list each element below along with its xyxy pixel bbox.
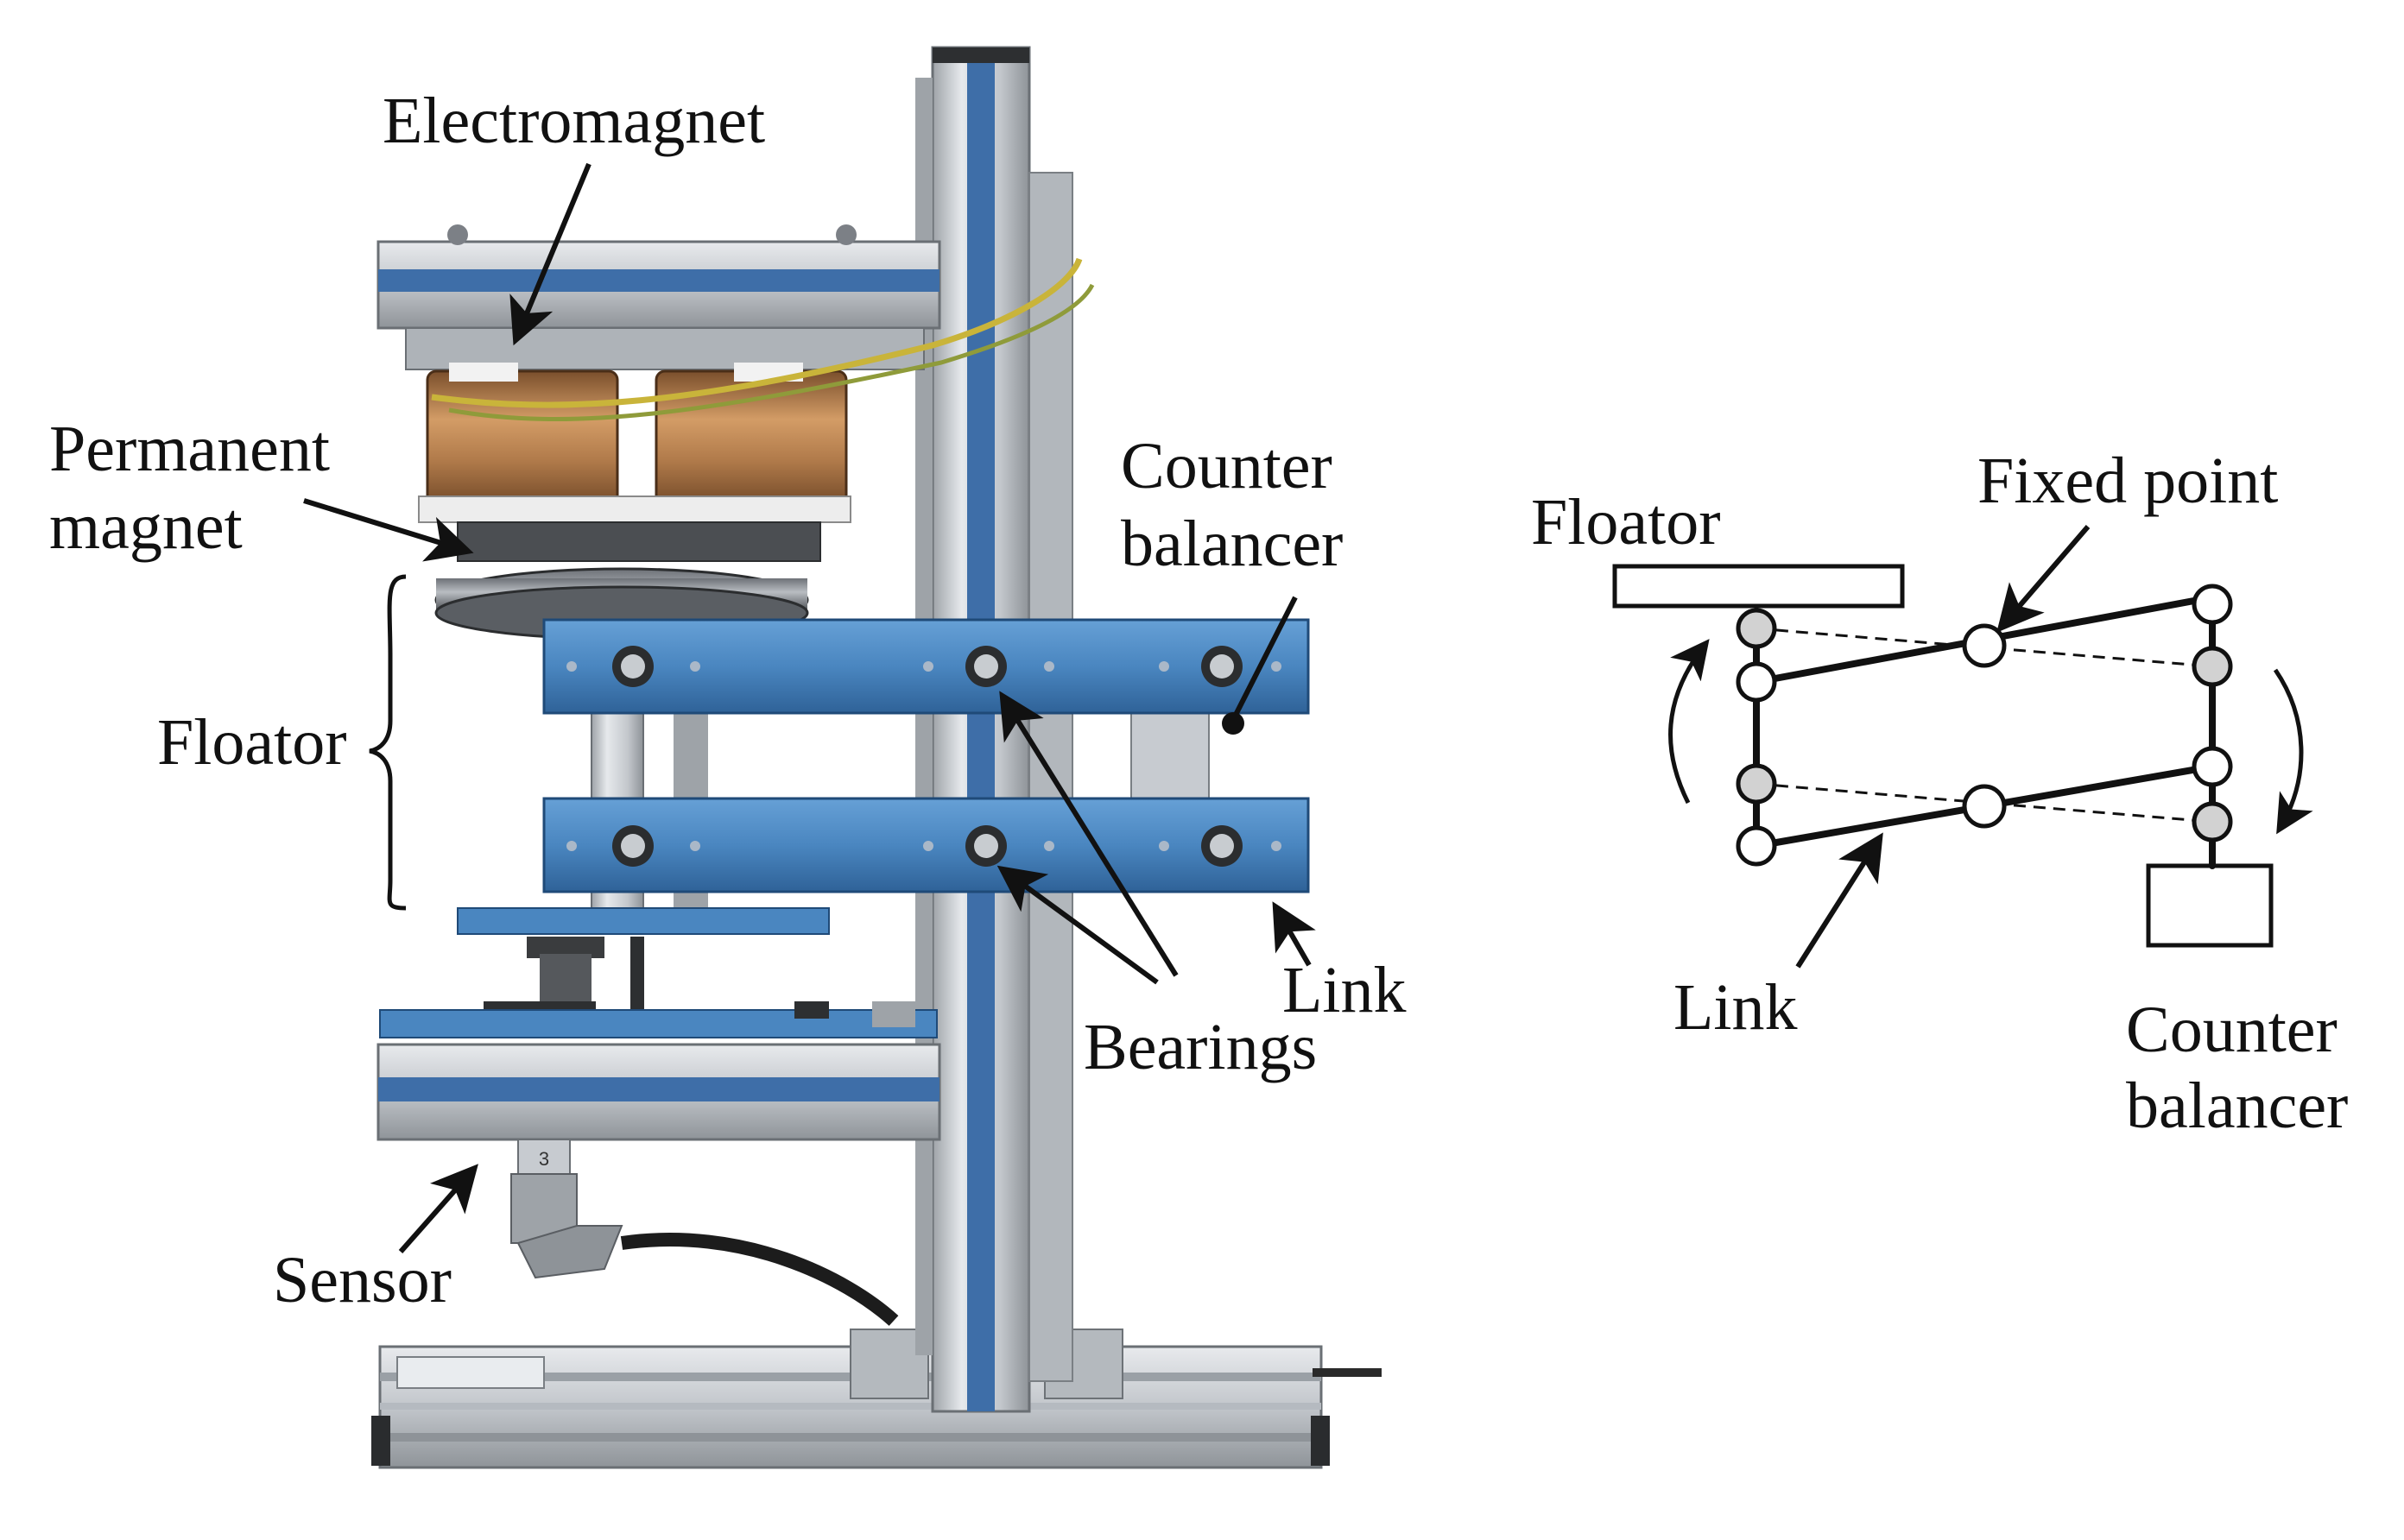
permanent-magnet-disc bbox=[434, 521, 821, 641]
sensor-target-plate bbox=[457, 907, 830, 1022]
counter-balancer-motion-arrow bbox=[2273, 668, 2313, 835]
label-counter-balancer-line1: Counter bbox=[1121, 430, 1332, 502]
displacement-sensor: 3 bbox=[510, 1139, 899, 1326]
arrow-bearing-upper bbox=[999, 691, 1179, 977]
arrow-counter-balancer bbox=[1232, 596, 1298, 718]
label-permanent-magnet-line1: Permanent bbox=[49, 413, 330, 485]
linkage-schematic bbox=[1612, 525, 2313, 969]
photo-labels: Electromagnet Permanent magnet Floator C… bbox=[49, 85, 1407, 1316]
label-floator: Floator bbox=[157, 706, 347, 779]
arrow-permanent-magnet bbox=[303, 498, 474, 562]
arrow-schematic-link bbox=[1795, 832, 1883, 969]
base-frame bbox=[371, 1329, 1382, 1469]
label-counter-balancer-line2: balancer bbox=[1121, 508, 1343, 580]
label-electromagnet: Electromagnet bbox=[383, 85, 765, 157]
label-link: Link bbox=[1282, 954, 1407, 1026]
label-bearings: Bearings bbox=[1084, 1011, 1317, 1083]
schematic-label-floator: Floator bbox=[1531, 486, 1721, 559]
schematic-label-fixed-point: Fixed point bbox=[1977, 445, 2278, 517]
upper-link-plate bbox=[542, 618, 1310, 715]
lower-link-plate bbox=[542, 797, 1310, 893]
schematic-floator-box bbox=[1612, 564, 1905, 609]
arrow-electromagnet bbox=[509, 162, 592, 346]
rest-joints bbox=[1736, 608, 2233, 843]
floator-motion-arrow bbox=[1668, 639, 1710, 805]
displaced-joints bbox=[1736, 584, 2233, 867]
arrow-sensor bbox=[398, 1164, 478, 1253]
label-sensor: Sensor bbox=[273, 1244, 452, 1316]
schematic-labels: Floator Fixed point Link Counter balance… bbox=[1531, 445, 2348, 1142]
top-arm bbox=[376, 224, 941, 370]
schematic-counter-balancer-box bbox=[2146, 863, 2274, 948]
lower-arm bbox=[376, 1001, 941, 1141]
electromagnet-coils bbox=[418, 257, 1095, 523]
label-permanent-magnet-line2: magnet bbox=[49, 490, 243, 563]
schematic-label-link: Link bbox=[1673, 971, 1798, 1044]
counter-balancer-dot bbox=[1222, 712, 1244, 735]
floator-brace bbox=[369, 574, 407, 911]
fixed-point-joints bbox=[1962, 623, 2007, 829]
photo-arrows bbox=[303, 162, 1316, 1253]
schematic-label-counter-balancer-line1: Counter bbox=[2126, 994, 2338, 1066]
arrow-bearing-lower bbox=[996, 865, 1159, 985]
arrow-link bbox=[1272, 901, 1316, 967]
vertical-column bbox=[915, 46, 1073, 1413]
sensor-tag-text: 3 bbox=[539, 1148, 549, 1170]
apparatus-photo: 3 bbox=[371, 46, 1382, 1469]
schematic-label-counter-balancer-line2: balancer bbox=[2126, 1070, 2348, 1142]
arrow-fixed-point bbox=[1996, 525, 2091, 633]
